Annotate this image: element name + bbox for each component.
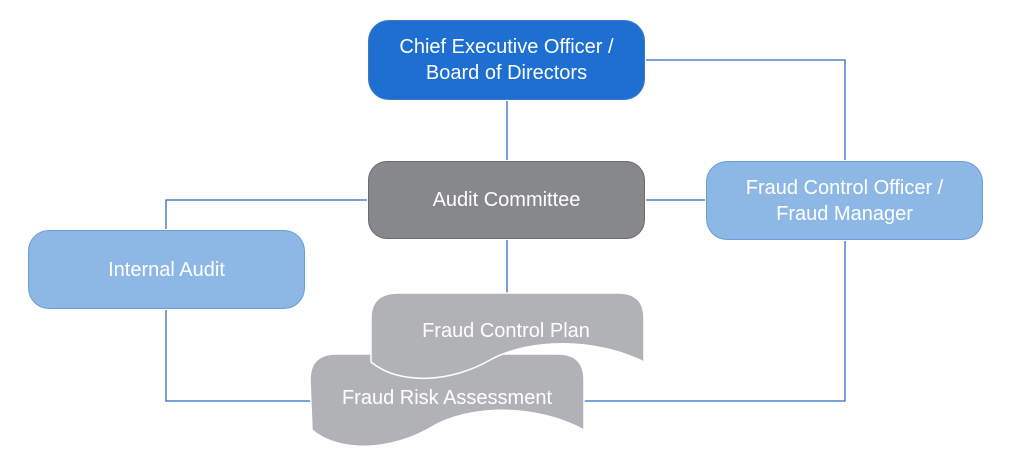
fraud-risk-assessment-label: Fraud Risk Assessment: [341, 387, 553, 409]
connector-internal-assessment: [165, 310, 312, 402]
connector-fraud-officer-assessment: [584, 241, 846, 402]
audit-committee-node: Audit Committee: [367, 160, 646, 240]
connector-ceo-fraud-officer: [646, 59, 846, 160]
fraud-control-plan-label: Fraud Control Plan: [422, 320, 590, 342]
internal-audit-label: Internal Audit: [108, 258, 225, 281]
fraud-officer-line-2: Fraud Manager: [776, 202, 913, 225]
fraud-control-officer-node: Fraud Control Officer / Fraud Manager: [705, 160, 984, 241]
ceo-line-2: Board of Directors: [425, 62, 588, 84]
fraud-officer-line-1: Fraud Control Officer /: [745, 176, 944, 199]
audit-committee-label: Audit Committee: [432, 189, 581, 211]
connector-lines: [165, 59, 846, 402]
fraud-control-plan-shape: [370, 292, 645, 379]
connector-audit-internal: [165, 199, 367, 229]
ceo-board-node: Chief Executive Officer / Board of Direc…: [367, 19, 646, 101]
internal-audit-node: Internal Audit: [27, 229, 306, 310]
fraud-risk-assessment-shape: [309, 353, 585, 447]
ceo-line-1: Chief Executive Officer /: [399, 36, 614, 58]
